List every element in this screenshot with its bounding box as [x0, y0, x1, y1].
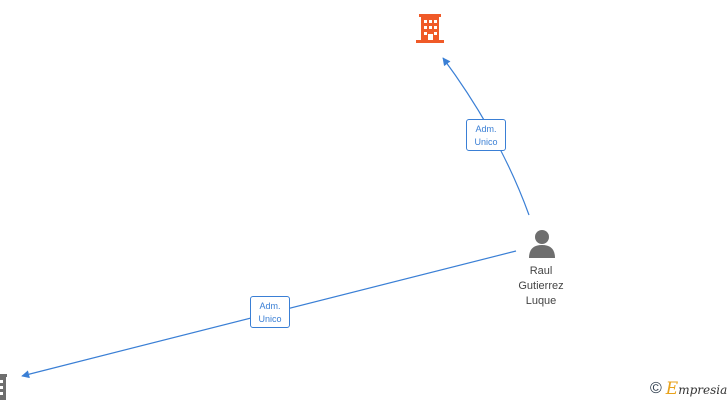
edge-label-line: Adm.: [475, 124, 497, 134]
brand-logo[interactable]: Empresia: [666, 379, 727, 399]
person-name-line: Raul: [529, 265, 553, 277]
edge-label-line: Adm.: [259, 301, 281, 311]
building-icon: [0, 374, 7, 400]
person-name-line: Luque: [525, 295, 557, 307]
company-top-node[interactable]: [416, 14, 444, 43]
copyright-footer: © Empresia: [650, 379, 727, 399]
edge-label-line: Unico: [474, 137, 498, 147]
copyright-icon: ©: [650, 380, 662, 397]
brand-logo-text: mpresia: [678, 383, 728, 397]
company-left-node[interactable]: [0, 374, 7, 400]
person-icon: [529, 230, 555, 258]
person-name-label[interactable]: Raul Gutierrez Luque: [503, 264, 579, 309]
edge-label-line: Unico: [258, 314, 282, 324]
person-name-line: Gutierrez: [518, 280, 564, 292]
building-icon: [416, 14, 444, 43]
person-node[interactable]: [529, 230, 555, 258]
brand-logo-initial: E: [665, 379, 679, 399]
edge-label-company-left: Adm. Unico: [250, 296, 290, 328]
edge-label-company-top: Adm. Unico: [466, 119, 506, 151]
